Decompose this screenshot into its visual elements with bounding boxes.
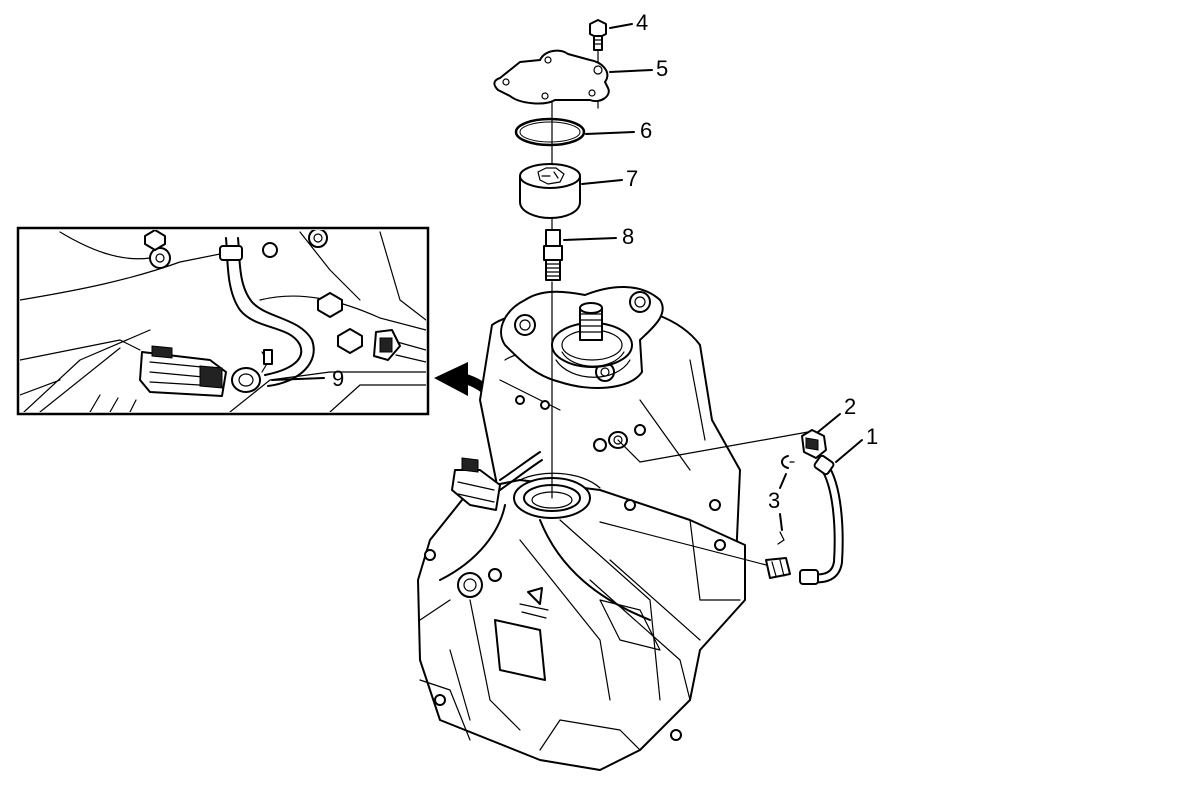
callout-5: 5 <box>656 56 668 81</box>
callout-2: 2 <box>844 394 856 419</box>
callout-4: 4 <box>636 10 648 35</box>
callout-6: 6 <box>640 118 652 143</box>
fluid-line-part-1: 1 <box>765 424 878 585</box>
transmission-housing <box>417 286 746 771</box>
callout-9: 9 <box>332 366 344 391</box>
callout-1: 1 <box>866 424 878 449</box>
callout-8: 8 <box>622 224 634 249</box>
inset-detail-view: 9 <box>16 226 430 416</box>
bolt-part-4: 4 <box>589 10 648 51</box>
pump-gear-part-7: 7 <box>519 163 638 219</box>
callout-7: 7 <box>626 166 638 191</box>
retainer-clip-part-3: 3 <box>768 455 795 545</box>
callout-3: 3 <box>768 488 780 513</box>
fitting-part-2: 2 <box>801 394 856 459</box>
shaft-part-8: 8 <box>543 224 634 281</box>
o-ring-part-6: 6 <box>514 117 652 147</box>
pump-cover-part-5: 5 <box>493 49 668 105</box>
